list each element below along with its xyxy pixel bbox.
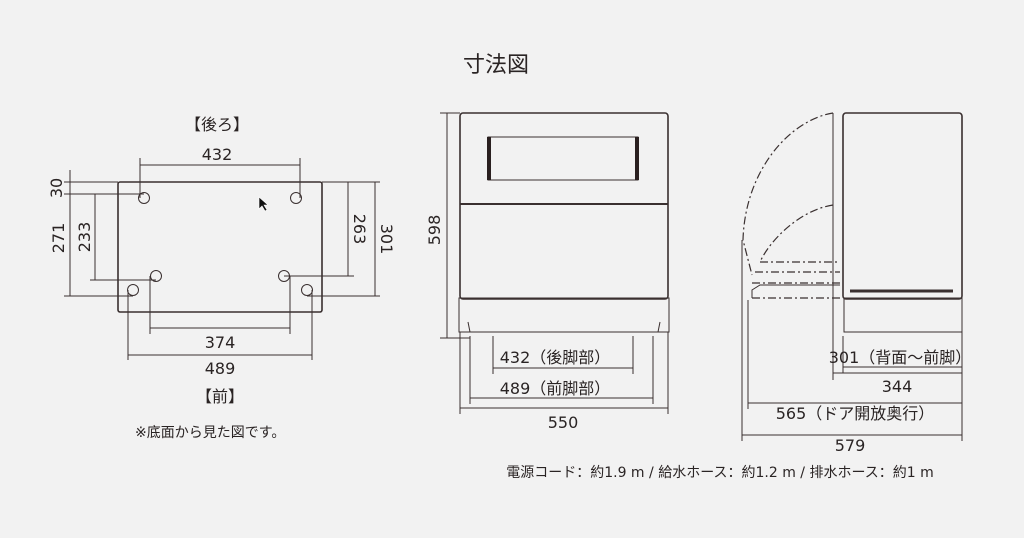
dim-489-front-feet: 489（前脚部）: [500, 379, 611, 398]
dim-432-rear-feet: 432（後脚部）: [500, 348, 611, 367]
dim-432-top: 432: [202, 145, 233, 164]
mouse-cursor-icon: [258, 196, 269, 212]
diagram-title: 寸法図: [463, 53, 529, 78]
dim-565-door-open: 565（ドア開放奥行）: [776, 404, 935, 423]
dimension-lines: [64, 158, 380, 360]
dim-550-width: 550: [548, 413, 579, 432]
dim-344-depth: 344: [882, 377, 913, 396]
front-label: 【前】: [196, 387, 244, 406]
hose-cord-lengths: 電源コード：約1.9 m / 給水ホース：約1.2 m / 排水ホース：約1 m: [506, 465, 934, 481]
dim-579-total: 579: [835, 436, 866, 455]
dim-263: 263: [350, 214, 369, 245]
dim-598-height: 598: [425, 215, 444, 246]
dim-30: 30: [47, 178, 66, 198]
base-outline: [117, 181, 323, 313]
rear-label: 【後ろ】: [185, 115, 249, 134]
bottom-note: ※底面から見た図です。: [135, 425, 285, 441]
dim-374: 374: [205, 333, 236, 352]
dim-301: 301: [377, 224, 396, 255]
dim-489: 489: [205, 359, 236, 378]
dim-271: 271: [49, 223, 68, 254]
dim-301-feet: 301（背面～前脚）: [829, 348, 972, 367]
side-view: 301（背面～前脚） 344 565（ドア開放奥行） 579: [741, 112, 972, 455]
dim-233: 233: [75, 222, 94, 253]
front-view: 598 432（後脚部） 489（前脚部） 550: [425, 112, 670, 432]
bottom-view: 【後ろ】 432 30 271 233 263 301 374 489 【前】 …: [47, 115, 396, 441]
